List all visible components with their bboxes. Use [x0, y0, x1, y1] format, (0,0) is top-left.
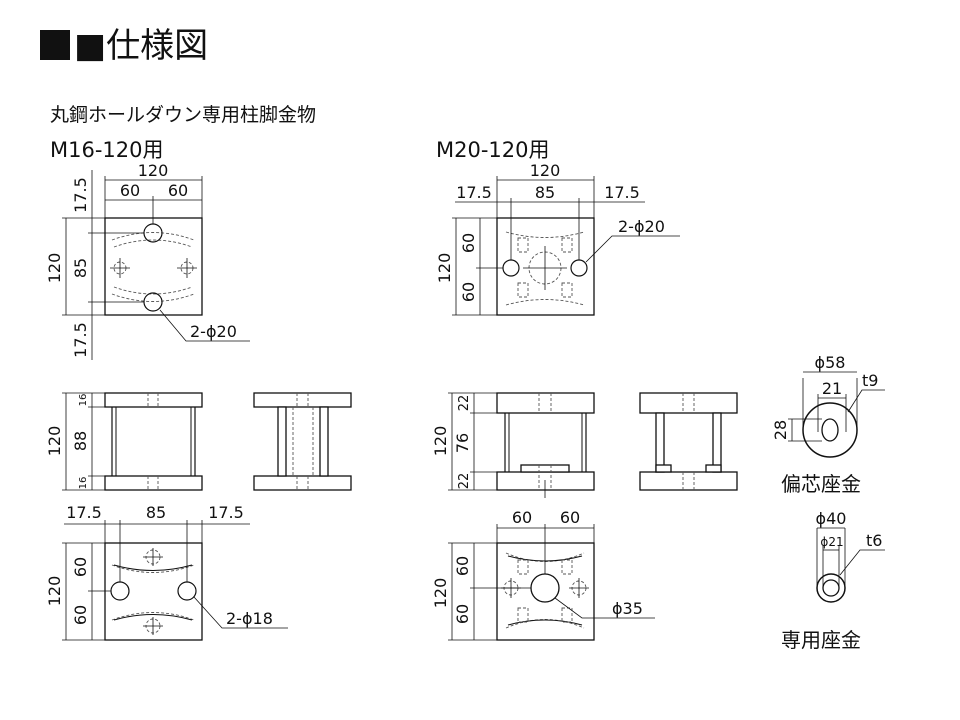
page-title: ■仕様図 [40, 24, 208, 68]
m20-side-dim-height: 120 [431, 426, 450, 457]
m16-base-dim-height: 120 [45, 576, 64, 607]
model-label-m20: M20-120用 [436, 138, 550, 162]
m16-side-dim-height: 120 [45, 426, 64, 457]
m16-dim-pitch: 85 [71, 258, 90, 278]
eccentric-dim-slot-length: 28 [771, 420, 790, 440]
m16-side-dim-inner: 88 [71, 431, 90, 451]
m16-dim-edge-top: 17.5 [71, 177, 90, 213]
m16-top-slot [111, 232, 195, 241]
title-square-icon [40, 30, 70, 60]
m16-side-bottom-plate [104, 475, 203, 491]
m20-base-dim-half-left: 60 [512, 508, 532, 527]
dedicated-washer-view: ϕ40 ϕ21 t6 [816, 509, 885, 603]
m16-dim-width: 120 [138, 161, 169, 180]
m16-bottom-view: 17.5 85 17.5 120 60 60 2-ϕ18 [45, 503, 288, 641]
m20-dim-edge-left: 17.5 [456, 183, 492, 202]
m20-base-dim-height: 120 [431, 578, 450, 609]
m20-dim-edge-right: 17.5 [604, 183, 640, 202]
m16-hole-note-top: 2-ϕ20 [190, 322, 237, 341]
m20-top-plate [496, 217, 595, 316]
m16-base-dim-half-bottom: 60 [71, 605, 90, 625]
m16-top-view: 120 60 60 120 85 17.5 17.5 2-ϕ20 [45, 161, 250, 360]
m20-bottom-view: 60 60 120 60 60 ϕ35 [431, 508, 655, 641]
m20-side-dim-inner: 76 [453, 433, 472, 453]
model-label-m16: M16-120用 [50, 138, 164, 162]
m16-dim-half-right: 60 [168, 181, 188, 200]
dedicated-dim-outer: ϕ40 [816, 509, 847, 528]
washer-caption-dedicated: 専用座金 [781, 628, 861, 652]
m16-side-dim-plate-top: 16 [78, 394, 89, 407]
m20-base-dim-half-right: 60 [560, 508, 580, 527]
m16-side-view: 120 88 16 16 [45, 392, 203, 491]
m20-dim-half-top: 60 [459, 233, 478, 253]
m16-bottom-slot [111, 293, 195, 302]
m16-dim-edge-bottom: 17.5 [71, 322, 90, 358]
eccentric-dim-thickness: t9 [862, 371, 878, 390]
m16-dim-height: 120 [45, 253, 64, 284]
m20-dim-width: 120 [530, 161, 561, 180]
dedicated-dim-thickness: t6 [866, 531, 882, 550]
m20-base-dim-half-top: 60 [453, 556, 472, 576]
page-title-text: ■仕様図 [74, 26, 209, 66]
m16-top-plate [104, 217, 203, 316]
m16-side-top-plate [104, 392, 203, 408]
m16-base-dim-pitch: 85 [146, 503, 166, 522]
m20-side-dim-plate-top: 22 [457, 395, 472, 412]
m16-bottom-plate [104, 542, 203, 641]
dedicated-washer-hole [822, 579, 840, 597]
product-name: 丸鋼ホールダウン専用柱脚金物 [50, 104, 317, 126]
m20-dim-half-bottom: 60 [459, 282, 478, 302]
m20-dim-height: 120 [435, 253, 454, 284]
m20-base-dim-half-bottom: 60 [453, 604, 472, 624]
dedicated-washer-outer [816, 573, 846, 603]
m20-end-view [639, 392, 738, 491]
m16-base-dim-edge-right: 17.5 [208, 503, 244, 522]
eccentric-washer-slot [821, 418, 839, 442]
m20-side-view: 120 76 22 22 [431, 392, 595, 498]
m16-side-dim-plate-bottom: 16 [78, 477, 89, 490]
m20-center-hole-note: ϕ35 [612, 599, 643, 618]
m16-hole-note-base: 2-ϕ18 [226, 609, 273, 628]
m20-dim-pitch: 85 [535, 183, 555, 202]
m16-dim-half-left: 60 [120, 181, 140, 200]
m20-side-dim-plate-bottom: 22 [457, 473, 472, 490]
dedicated-dim-hole: ϕ21 [820, 535, 843, 549]
washer-caption-eccentric: 偏芯座金 [781, 472, 861, 496]
m16-end-view [253, 392, 352, 491]
eccentric-dim-slot: 21 [822, 379, 842, 398]
m16-base-dim-half-top: 60 [71, 557, 90, 577]
m20-hole-note-top: 2-ϕ20 [618, 217, 665, 236]
eccentric-washer-view: ϕ58 21 t9 28 [771, 353, 885, 458]
m16-base-dim-edge-left: 17.5 [66, 503, 102, 522]
eccentric-dim-outer: ϕ58 [815, 353, 846, 372]
m20-top-view: 120 17.5 85 17.5 120 60 60 2-ϕ20 [435, 161, 680, 316]
